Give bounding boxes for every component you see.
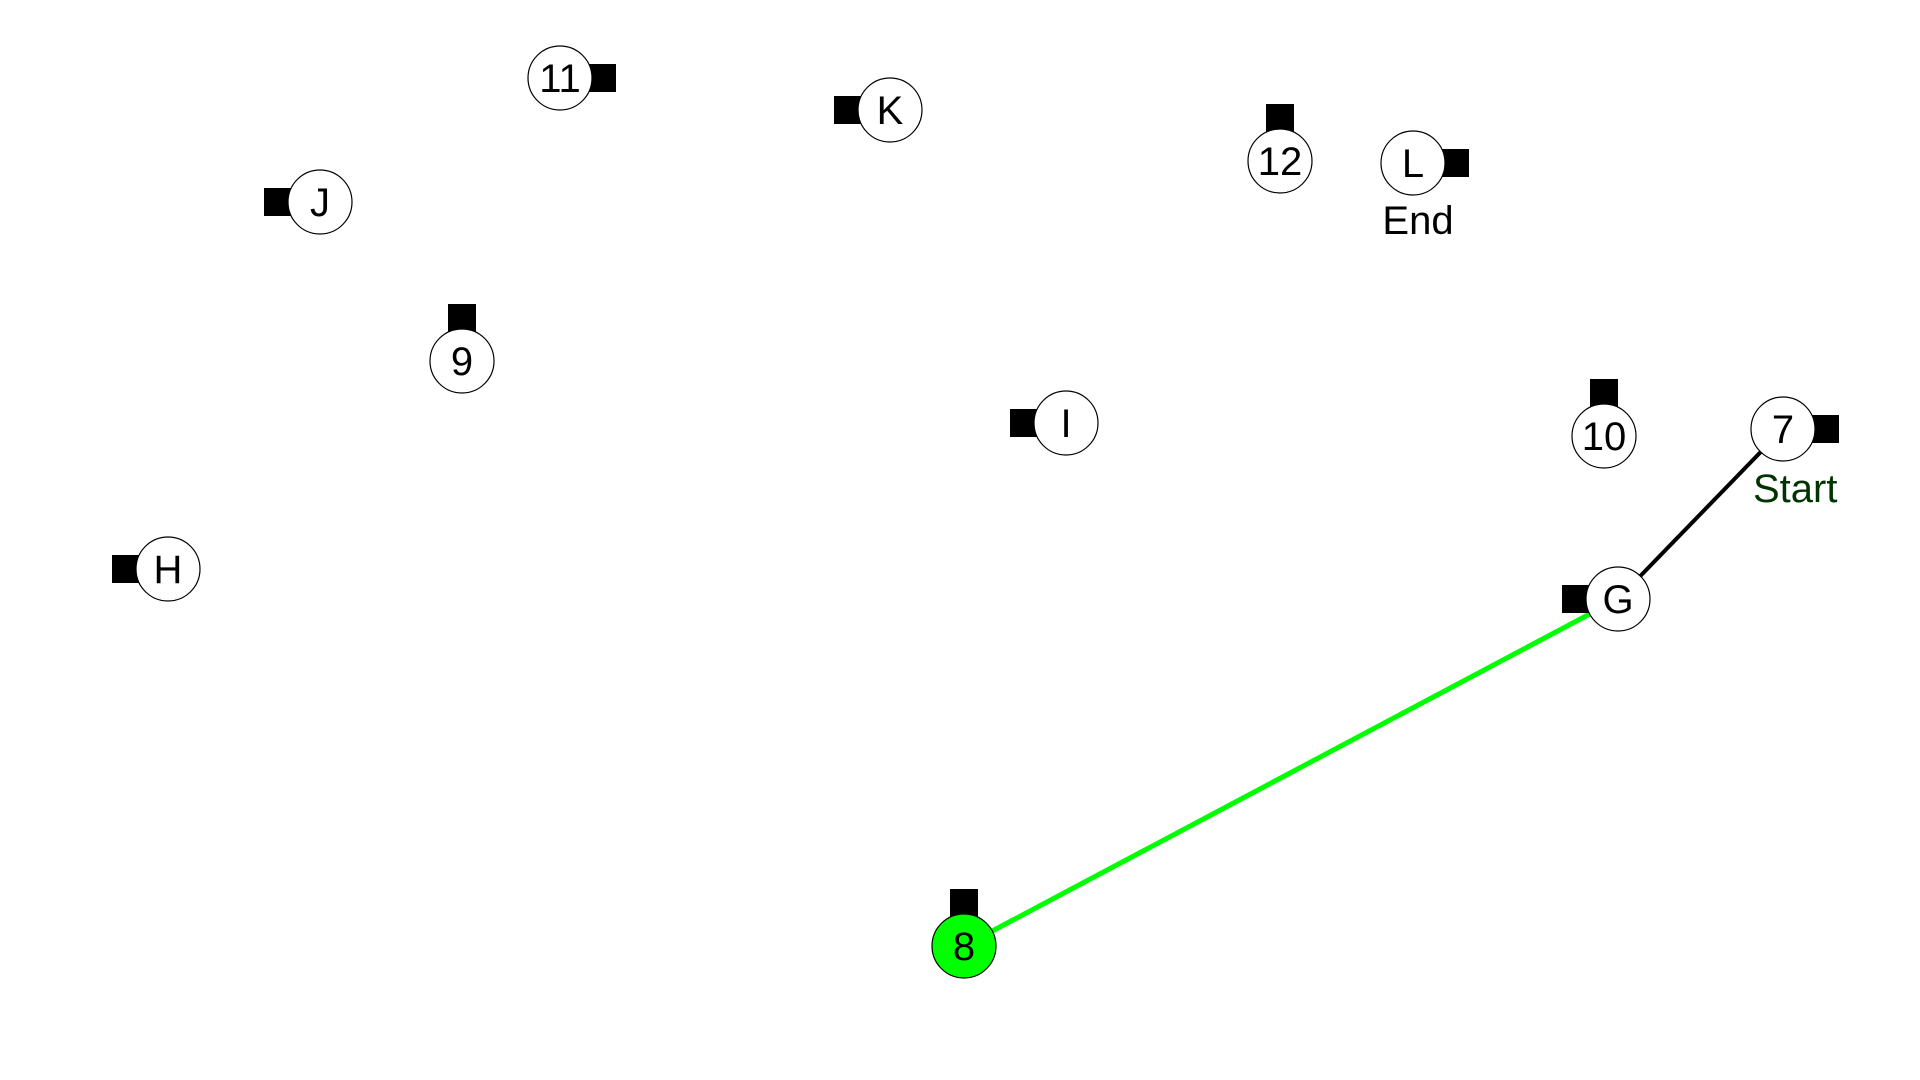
path-edges xyxy=(961,427,1785,949)
path-edge-g-to-8 xyxy=(961,596,1621,949)
node-9[interactable]: 9 xyxy=(429,328,495,394)
node-handle-l[interactable] xyxy=(1441,149,1469,177)
node-11[interactable]: 11 xyxy=(527,45,593,111)
node-handle-11[interactable] xyxy=(588,64,616,92)
node-label-10: 10 xyxy=(1582,415,1627,459)
path-edge-7-to-g xyxy=(1616,427,1785,601)
node-circle-l xyxy=(1380,130,1446,196)
node-handle-7[interactable] xyxy=(1811,415,1839,443)
node-label-h: H xyxy=(154,548,183,592)
node-circle-11 xyxy=(527,45,593,111)
node-captions: Start End xyxy=(1382,199,1837,511)
node-circle-k xyxy=(857,77,923,143)
node-circle-9 xyxy=(429,328,495,394)
node-handles xyxy=(112,64,1839,917)
node-label-12: 12 xyxy=(1258,140,1303,184)
node-label-j: J xyxy=(310,181,330,225)
end-label: End xyxy=(1382,199,1453,243)
node-label-9: 9 xyxy=(451,340,473,384)
node-circle-8 xyxy=(931,913,997,979)
node-7[interactable]: 7 xyxy=(1750,396,1816,462)
node-8[interactable]: 8 xyxy=(931,913,997,979)
node-label-l: L xyxy=(1402,142,1424,186)
node-handle-9[interactable] xyxy=(448,304,476,332)
node-label-11: 11 xyxy=(539,57,581,101)
node-j[interactable]: J xyxy=(287,169,353,235)
node-g[interactable]: G xyxy=(1585,566,1651,632)
node-circle-10 xyxy=(1571,403,1637,469)
node-i[interactable]: I xyxy=(1033,390,1099,456)
node-circle-i xyxy=(1033,390,1099,456)
node-circle-12 xyxy=(1247,128,1313,194)
nodes: 11K 12 L J 9I 10 7H G 8 xyxy=(135,45,1816,979)
node-handle-j[interactable] xyxy=(264,188,292,216)
node-h[interactable]: H xyxy=(135,536,201,602)
node-label-7: 7 xyxy=(1772,408,1794,452)
node-k[interactable]: K xyxy=(857,77,923,143)
node-label-i: I xyxy=(1060,402,1071,446)
node-12[interactable]: 12 xyxy=(1247,128,1313,194)
node-handle-g[interactable] xyxy=(1562,585,1590,613)
node-circle-j xyxy=(287,169,353,235)
node-circle-h xyxy=(135,536,201,602)
node-handle-12[interactable] xyxy=(1266,104,1294,132)
start-label: Start xyxy=(1753,467,1837,511)
node-label-8: 8 xyxy=(953,925,975,969)
node-circle-g xyxy=(1585,566,1651,632)
node-circle-7 xyxy=(1750,396,1816,462)
node-handle-i[interactable] xyxy=(1010,409,1038,437)
node-l[interactable]: L xyxy=(1380,130,1446,196)
node-handle-10[interactable] xyxy=(1590,379,1618,407)
node-10[interactable]: 10 xyxy=(1571,403,1637,469)
node-label-k: K xyxy=(877,89,904,133)
node-handle-k[interactable] xyxy=(834,96,862,124)
node-label-g: G xyxy=(1602,578,1633,622)
node-handle-8[interactable] xyxy=(950,889,978,917)
node-handle-h[interactable] xyxy=(112,555,140,583)
